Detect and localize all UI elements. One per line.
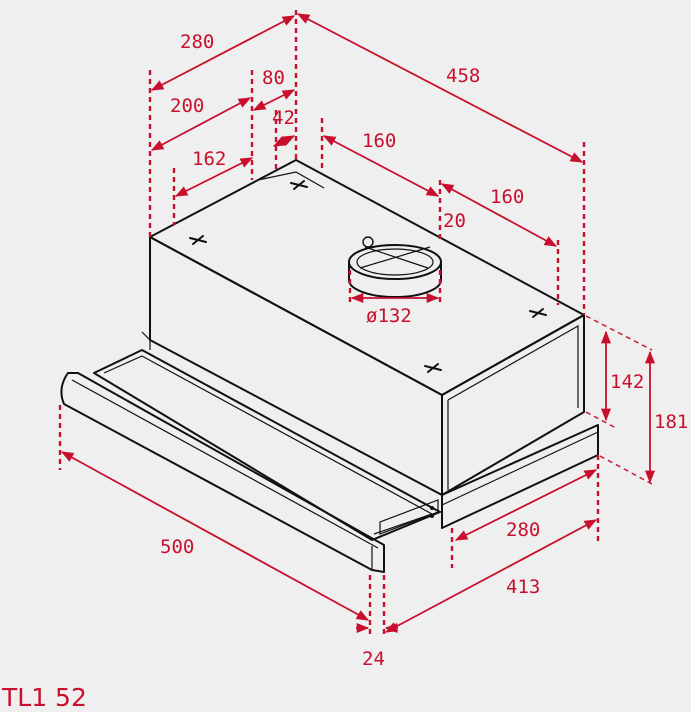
dim-160-b: 160 xyxy=(490,186,524,208)
dim-80: 80 xyxy=(262,67,285,89)
dim-458: 458 xyxy=(446,65,480,87)
dim-142: 142 xyxy=(610,371,644,393)
dim-200: 200 xyxy=(170,95,204,117)
dim-280-front: 280 xyxy=(506,519,540,541)
dim-413: 413 xyxy=(506,576,540,598)
dim-160-a: 160 xyxy=(362,130,396,152)
dimension-lines xyxy=(60,13,656,634)
hood-side-face xyxy=(441,314,585,496)
model-label: TL1 52 xyxy=(2,683,87,712)
exhaust-collar xyxy=(348,236,442,298)
hood-base-plate xyxy=(441,424,599,529)
hood-body xyxy=(141,159,599,529)
dimension-labels: 280 458 80 200 42 160 162 160 20 ø132 14… xyxy=(160,31,688,670)
dim-162: 162 xyxy=(192,148,226,170)
extension-lines xyxy=(58,10,653,635)
fixing-marks xyxy=(189,180,547,373)
dim-24: 24 xyxy=(362,648,385,670)
drawer-tray xyxy=(93,349,441,541)
dim-500: 500 xyxy=(160,536,194,558)
drawer-front-handle xyxy=(60,372,385,573)
dim-diameter-132: ø132 xyxy=(366,305,412,327)
dim-20: 20 xyxy=(443,210,466,232)
dim-42: 42 xyxy=(272,107,295,129)
dim-280-top: 280 xyxy=(180,31,214,53)
hood-side-bevel xyxy=(447,324,579,408)
dim-181: 181 xyxy=(654,411,688,433)
telescopic-drawer xyxy=(60,349,441,573)
